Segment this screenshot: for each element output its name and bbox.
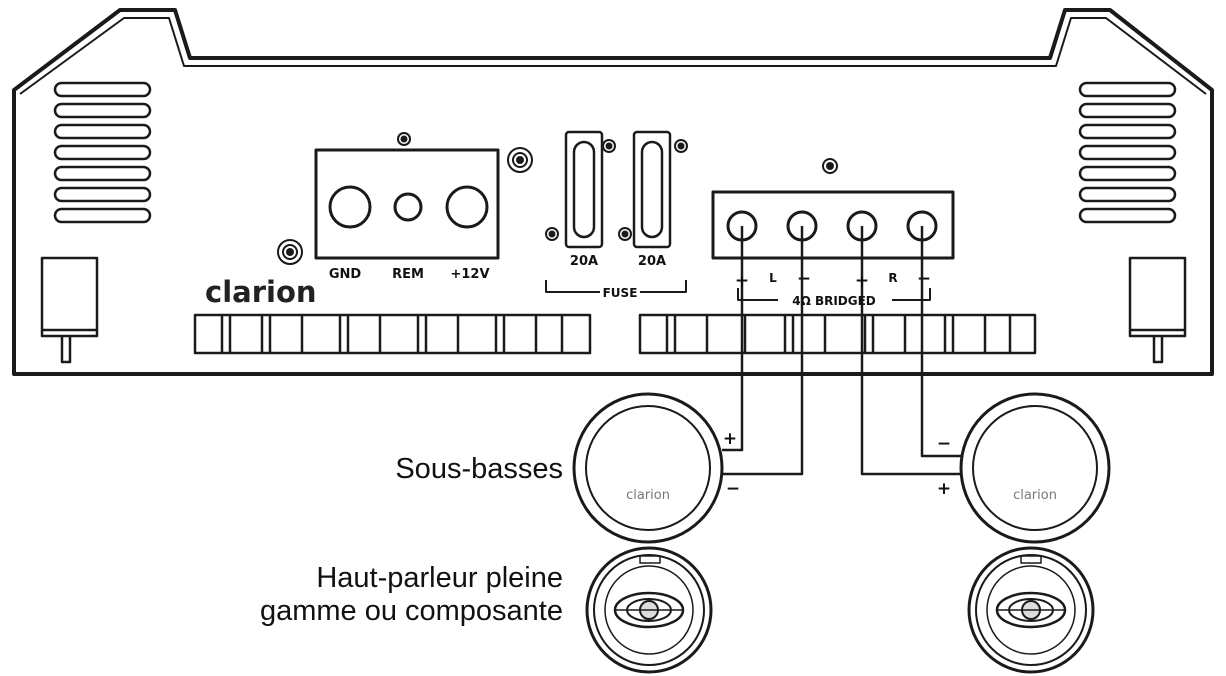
right-channel-label: R [888, 271, 897, 285]
amplifier-brand-logo: clarion [205, 275, 317, 309]
screw-icon [822, 158, 838, 174]
screw-icon [674, 139, 688, 153]
fuse-left [564, 130, 604, 249]
sub-left-minus-label: − [726, 479, 740, 499]
heatsink-right [638, 313, 1037, 355]
screw-icon [545, 227, 559, 241]
speaker-terminal-block [711, 190, 955, 260]
screw-icon [602, 139, 616, 153]
screw-icon [507, 147, 533, 173]
subwoofer-left-brand: clarion [626, 488, 670, 503]
left-plus-label: + [735, 271, 749, 291]
screw-icon [397, 132, 411, 146]
fuse-right [632, 130, 672, 249]
fullrange-speaker-right [967, 546, 1095, 674]
subwoofer-right-brand: clarion [1013, 488, 1057, 503]
power-terminal-block [314, 148, 500, 260]
right-plus-label: + [855, 271, 869, 291]
screw-icon [277, 239, 303, 265]
wire-right-plus [860, 226, 962, 476]
plus12v-terminal [445, 185, 489, 229]
bridged-bracket [737, 288, 931, 301]
subwoofer-left [572, 392, 724, 544]
fullrange-caption-line2: gamme ou composante [260, 595, 563, 627]
screw-icon [618, 227, 632, 241]
left-channel-label: L [769, 271, 777, 285]
right-vents [1078, 81, 1177, 224]
fuse-right-rating: 20A [638, 254, 666, 269]
fullrange-caption-line1: Haut-parleur pleine [316, 562, 563, 594]
sub-right-minus-label: − [937, 434, 951, 454]
left-mounting-bracket [40, 256, 99, 364]
fuse-label: FUSE [603, 286, 638, 300]
subwoofer-caption: Sous-basses [395, 453, 563, 485]
fuse-left-rating: 20A [570, 254, 598, 269]
amplifier-body-inner-outline [19, 17, 1207, 95]
heatsink-left [193, 313, 592, 355]
gnd-label: GND [329, 267, 362, 282]
plus12v-label: +12V [450, 267, 489, 282]
sub-left-plus-label: + [723, 429, 737, 449]
left-minus-label: − [797, 269, 811, 289]
rem-label: REM [392, 267, 424, 282]
left-vents [53, 81, 152, 224]
fullrange-speaker-left [585, 546, 713, 674]
rem-terminal [393, 192, 423, 222]
wire-left-plus [722, 226, 744, 452]
amplifier-body-outline [12, 8, 1214, 376]
gnd-terminal [328, 185, 372, 229]
subwoofer-right [959, 392, 1111, 544]
sub-right-plus-label: + [937, 479, 951, 499]
bridged-label: 4Ω BRIDGED [792, 294, 876, 308]
wire-left-minus [722, 226, 804, 476]
fuse-bracket [545, 280, 687, 293]
right-minus-label: − [917, 269, 931, 289]
speaker-wires [722, 226, 962, 476]
right-mounting-bracket [1128, 256, 1187, 364]
wire-right-minus [920, 226, 962, 458]
